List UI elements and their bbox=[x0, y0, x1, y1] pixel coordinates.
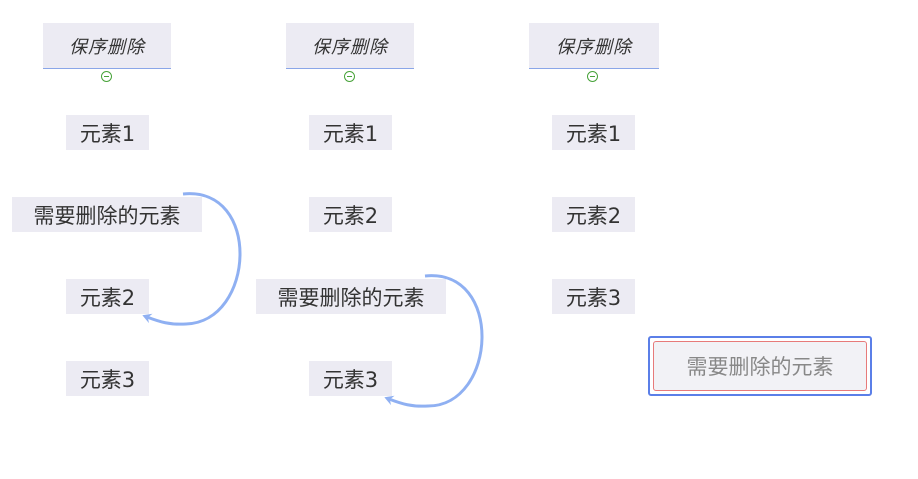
column-1-node-1[interactable]: 元素1 bbox=[66, 115, 149, 150]
column-3-header[interactable]: 保序删除 bbox=[529, 23, 659, 69]
column-3-node-3[interactable]: 元素3 bbox=[552, 279, 635, 314]
column-3-node-2[interactable]: 元素2 bbox=[552, 197, 635, 232]
column-1-node-2[interactable]: 需要删除的元素 bbox=[12, 197, 202, 232]
column-2-node-3[interactable]: 需要删除的元素 bbox=[256, 279, 446, 314]
column-1-node-3[interactable]: 元素2 bbox=[66, 279, 149, 314]
dragged-node[interactable]: 需要删除的元素 bbox=[648, 336, 872, 396]
column-2-node-2[interactable]: 元素2 bbox=[309, 197, 392, 232]
collapse-icon[interactable] bbox=[101, 71, 112, 82]
move-arrow-2 bbox=[384, 274, 484, 408]
column-2-node-4[interactable]: 元素3 bbox=[309, 361, 392, 396]
collapse-icon[interactable] bbox=[344, 71, 355, 82]
column-1-node-4[interactable]: 元素3 bbox=[66, 361, 149, 396]
move-arrow-1 bbox=[142, 192, 242, 326]
column-2-header[interactable]: 保序删除 bbox=[286, 23, 414, 69]
column-1-header[interactable]: 保序删除 bbox=[43, 23, 171, 69]
column-2-node-1[interactable]: 元素1 bbox=[309, 115, 392, 150]
collapse-icon[interactable] bbox=[587, 71, 598, 82]
column-3-node-1[interactable]: 元素1 bbox=[552, 115, 635, 150]
dragged-node-label: 需要删除的元素 bbox=[653, 341, 867, 391]
